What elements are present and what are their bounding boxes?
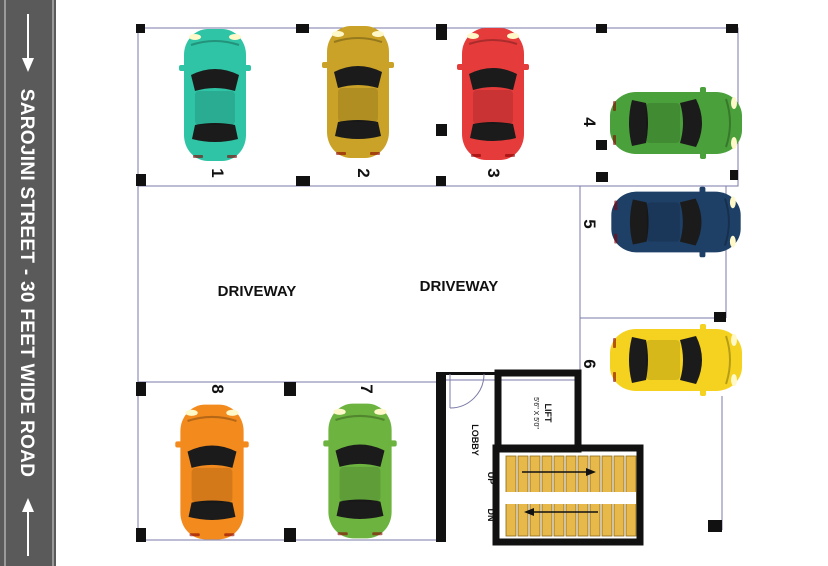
door-swing: [449, 373, 485, 409]
slot-number-6: 6: [580, 359, 599, 368]
driveway-label-right: DRIVEWAY: [420, 278, 499, 295]
car-slot-6-icon: [609, 323, 743, 397]
road-label: SAROJINI STREET - 30 FEET WIDE ROAD: [16, 89, 37, 477]
lift-size: 5'6" X 5'0": [532, 397, 539, 429]
slot-number-2: 2: [354, 168, 373, 177]
driveway-label-left: DRIVEWAY: [218, 283, 297, 300]
staircase: UP DN: [486, 444, 644, 546]
car-slot-4-icon: [609, 86, 743, 160]
slot-number-3: 3: [484, 168, 503, 177]
arrow-up-icon: [22, 498, 34, 556]
lift-label: LIFT: [543, 404, 553, 423]
car-slot-2-icon: [321, 25, 395, 159]
columns: [136, 24, 738, 542]
arrow-right-icon: [522, 468, 596, 476]
slot-number-8: 8: [208, 384, 227, 393]
arrow-down-icon: [22, 14, 34, 72]
plan-outline: [137, 27, 739, 541]
lift: LIFT 5'6" X 5'0": [494, 369, 582, 453]
stairs-down-label: DN: [486, 509, 496, 522]
slot-number-5: 5: [580, 219, 599, 228]
car-slot-7-icon: [322, 402, 398, 540]
car-slot-8-icon: [174, 403, 250, 541]
arrow-left-icon: [524, 508, 598, 516]
slot-number-4: 4: [580, 117, 599, 127]
slot-number-1: 1: [208, 168, 227, 177]
slot-number-7: 7: [357, 384, 376, 393]
core-block: LOBBY LIFT 5'6" X 5'0" UP DN: [436, 369, 644, 546]
lobby-label: LOBBY: [470, 424, 480, 456]
stairs-up-label: UP: [486, 472, 496, 485]
car-slot-3-icon: [456, 27, 530, 161]
road: SAROJINI STREET - 30 FEET WIDE ROAD: [0, 0, 56, 566]
car-slot-5-icon: [610, 185, 742, 259]
car-slot-1-icon: [178, 28, 252, 162]
